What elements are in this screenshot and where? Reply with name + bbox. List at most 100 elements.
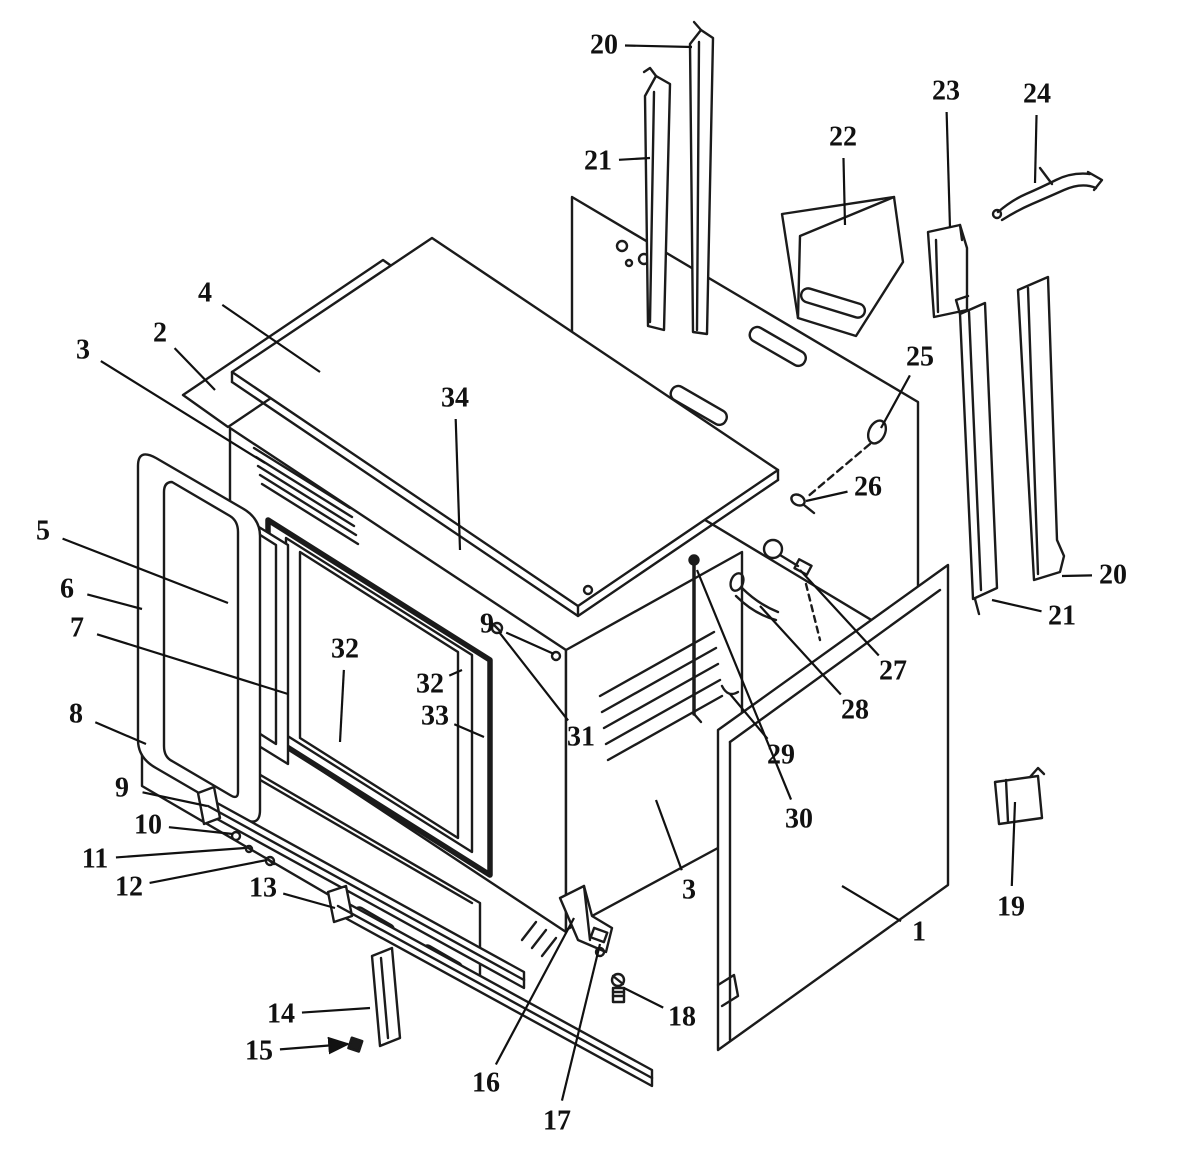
screws-center — [490, 621, 562, 662]
part-number-label: 20 — [590, 30, 618, 61]
leader-line — [62, 537, 229, 605]
callout-7-13: 7 — [70, 613, 289, 696]
callout-34-8: 34 — [441, 383, 469, 551]
part-number-label: 21 — [1048, 601, 1076, 632]
leader-line — [498, 631, 569, 722]
part-number-label: 4 — [198, 278, 212, 309]
part-number-label: 30 — [785, 804, 813, 835]
callout-10-25: 10 — [134, 810, 234, 841]
callout-25-9: 25 — [880, 342, 934, 429]
part-number-label: 33 — [421, 701, 449, 732]
part-number-label: 3 — [682, 875, 696, 906]
callout-22-2: 22 — [829, 122, 857, 226]
part-number-label: 22 — [829, 122, 857, 153]
leader-line — [221, 303, 321, 373]
leader-line — [301, 1006, 371, 1014]
part-number-label: 23 — [932, 76, 960, 107]
part-number-label: 26 — [854, 472, 882, 503]
gas-fittings — [688, 493, 822, 724]
part-number-label: 14 — [267, 999, 295, 1030]
part-number-label: 2 — [153, 318, 167, 349]
callout-26-10: 26 — [805, 472, 882, 503]
leader-line — [654, 799, 683, 871]
leader-line — [168, 826, 234, 836]
callout-14-29: 14 — [267, 999, 371, 1030]
callout-21-1: 21 — [584, 146, 651, 177]
leader-line — [1033, 114, 1038, 184]
callout-20-37: 20 — [1061, 560, 1127, 591]
leader-line — [841, 885, 902, 923]
switch-box — [926, 223, 969, 319]
callout-28-20: 28 — [759, 605, 869, 726]
callout-20-0: 20 — [590, 30, 693, 61]
part-number-label: 12 — [115, 872, 143, 903]
part-number-label: 7 — [70, 613, 84, 644]
part-number-label: 1 — [912, 917, 926, 948]
leader-line — [560, 943, 602, 1101]
callout-23-3: 23 — [932, 76, 960, 229]
leader-line — [805, 490, 848, 503]
callout-31-18: 31 — [498, 631, 595, 753]
part-number-label: 21 — [584, 146, 612, 177]
part-number-label: 10 — [134, 810, 162, 841]
leader-line — [279, 1036, 351, 1055]
callout-13-28: 13 — [249, 873, 336, 910]
part-number-label: 9 — [480, 609, 494, 640]
callout-3-36: 3 — [654, 799, 696, 906]
leader-line — [453, 723, 485, 739]
leader-line — [142, 791, 208, 808]
leader-line — [448, 668, 463, 677]
callout-18-33: 18 — [623, 987, 696, 1033]
leader-line — [1010, 801, 1017, 887]
part-number-label: 24 — [1023, 79, 1051, 110]
part-number-label: 32 — [331, 634, 359, 665]
callout-16-31: 16 — [472, 917, 575, 1099]
part-number-label: 32 — [416, 669, 444, 700]
part-number-label: 19 — [997, 892, 1025, 923]
leader-line — [623, 987, 664, 1009]
part-number-label: 25 — [906, 342, 934, 373]
leader-line — [494, 917, 575, 1065]
leader-line — [338, 669, 345, 743]
side-trim-strip — [347, 946, 402, 1053]
callout-8-23: 8 — [69, 699, 147, 746]
leader-line — [729, 693, 769, 740]
vent-hood-bracket — [780, 195, 905, 338]
callout-1-35: 1 — [841, 885, 926, 948]
part-number-label: 17 — [543, 1106, 571, 1137]
leader-line — [618, 156, 651, 161]
callout-21-38: 21 — [991, 598, 1076, 632]
part-number-label: 6 — [60, 574, 74, 605]
leader-line — [880, 374, 911, 429]
main-top-panel — [230, 236, 780, 618]
leader-line — [624, 44, 693, 49]
slide-rail-upper — [196, 785, 526, 990]
callout-15-30: 15 — [245, 1036, 351, 1067]
screws-lower-left — [230, 830, 276, 867]
callout-32-16: 32 — [416, 668, 463, 700]
callout-9-24: 9 — [115, 773, 208, 808]
side-panel — [716, 563, 950, 1052]
callout-9-14: 9 — [480, 609, 555, 656]
callout-2-6: 2 — [153, 318, 216, 391]
part-number-label: 11 — [82, 844, 108, 875]
part-number-label: 27 — [879, 656, 907, 687]
part-number-label: 15 — [245, 1036, 273, 1067]
leader-line — [505, 631, 555, 656]
leader-line — [100, 360, 266, 464]
callout-27-19: 27 — [799, 569, 907, 687]
part-number-label: 31 — [567, 722, 595, 753]
leader-line — [115, 846, 246, 859]
part-number-label: 18 — [668, 1002, 696, 1033]
base-bracket — [520, 884, 626, 1004]
callout-12-27: 12 — [115, 858, 268, 903]
leader-line — [945, 111, 952, 229]
part-number-label: 5 — [36, 516, 50, 547]
leader-line — [149, 858, 268, 885]
wire-harness — [991, 166, 1104, 222]
part-number-label: 13 — [249, 873, 277, 904]
door-window-frame — [136, 453, 262, 823]
